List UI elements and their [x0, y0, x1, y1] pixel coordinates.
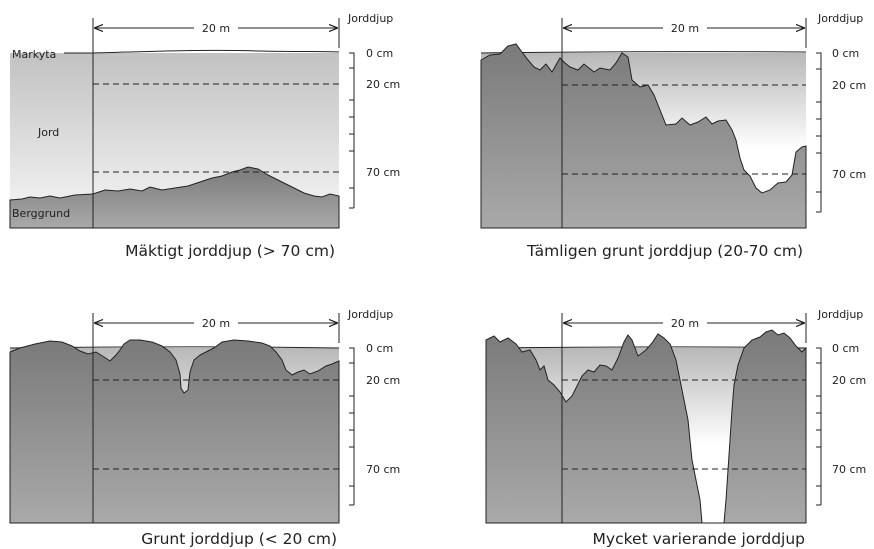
- tick-20cm: 20 cm: [366, 374, 400, 387]
- scale-label: 20 m: [671, 317, 699, 330]
- depth-title: Jorddjup: [347, 308, 393, 321]
- depth-title: Jorddjup: [817, 12, 863, 25]
- tick-20cm: 20 cm: [366, 78, 400, 91]
- tick-70cm: 70 cm: [832, 463, 866, 476]
- tick-0cm: 0 cm: [832, 47, 859, 60]
- tick-0cm: 0 cm: [832, 342, 859, 355]
- panel-caption: Mäktigt jorddjup (> 70 cm): [125, 242, 335, 260]
- tick-70cm: 70 cm: [366, 166, 400, 179]
- tick-70cm: 70 cm: [366, 463, 400, 476]
- bedrock-area: [9, 339, 340, 524]
- depth-title: Jorddjup: [347, 12, 393, 25]
- panel-varying-soil: 20 m Jorddjup 0 cm 20 cm 70 cm Mycket va…: [485, 308, 866, 548]
- bedrock-area: [485, 329, 807, 524]
- panel-caption: Tämligen grunt jorddjup (20-70 cm): [526, 242, 803, 260]
- ground-surface-line: [480, 51, 807, 54]
- label-markyta: Markyta: [12, 48, 56, 61]
- scale-label: 20 m: [671, 22, 699, 35]
- depth-title: Jorddjup: [817, 308, 863, 321]
- panel-shallow-soil: 20 m Jorddjup 0 cm 20 cm 70 cm Grunt jor…: [9, 308, 400, 548]
- tick-0cm: 0 cm: [366, 47, 393, 60]
- panel-caption: Mycket varierande jorddjup: [593, 530, 805, 548]
- bedrock-area: [9, 166, 340, 229]
- panel-caption: Grunt jorddjup (< 20 cm): [141, 530, 337, 548]
- label-berggrund: Berggrund: [12, 207, 70, 220]
- scale-label: 20 m: [202, 317, 230, 330]
- tick-0cm: 0 cm: [366, 342, 393, 355]
- depth-scale: Jorddjup 0 cm 20 cm 70 cm: [347, 12, 400, 209]
- scale-label: 20 m: [202, 22, 230, 35]
- panel-deep-soil: 20 m Markyta Jord Berggrund Jorddjup 0 c…: [9, 12, 400, 260]
- tick-20cm: 20 cm: [832, 79, 866, 92]
- panel-fairly-shallow-soil: 20 m Jorddjup 0 cm 20 cm 70 cm Tämligen …: [480, 12, 866, 260]
- ground-surface-line: [92, 49, 340, 54]
- depth-scale: Jorddjup 0 cm 20 cm 70 cm: [347, 308, 400, 506]
- depth-scale: Jorddjup 0 cm 20 cm 70 cm: [816, 12, 866, 213]
- label-jord: Jord: [37, 126, 59, 139]
- tick-20cm: 20 cm: [832, 374, 866, 387]
- depth-scale: Jorddjup 0 cm 20 cm 70 cm: [816, 308, 866, 506]
- tick-70cm: 70 cm: [832, 168, 866, 181]
